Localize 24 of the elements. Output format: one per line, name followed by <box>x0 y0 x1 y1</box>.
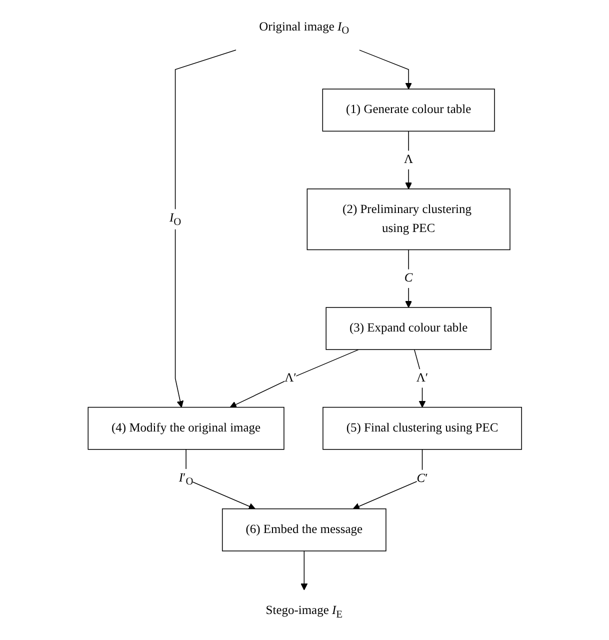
edge-label: Λ′ <box>416 371 428 385</box>
node-text: Original image I$_{O}$ <box>258 20 349 36</box>
node-box: (1) Generate colour table <box>322 88 495 132</box>
arrow <box>174 50 236 408</box>
arrow <box>404 130 412 190</box>
node-box: (2) Preliminary clustering using PEC <box>306 188 510 250</box>
edge-label: Λ <box>404 153 413 166</box>
edge-label: I′$_{O}$ <box>178 471 193 487</box>
arrow <box>404 249 412 308</box>
node-box: (4) Modify the original image <box>87 406 284 450</box>
arrow <box>414 349 426 408</box>
edge-label: C <box>404 272 412 285</box>
arrow <box>300 550 308 590</box>
node-box: (3) Expand colour table <box>325 307 492 350</box>
edge-label: Λ′ <box>284 371 296 385</box>
edge-label: C′ <box>416 472 428 486</box>
node-box: (5) Final clustering using PEC <box>322 406 522 450</box>
edge-label: I$_{O}$ <box>169 211 181 228</box>
arrow <box>352 449 422 510</box>
node-text: Stego-image I$_{E}$ <box>265 604 342 620</box>
arrow <box>229 349 359 408</box>
node-box: (6) Embed the message <box>222 508 386 552</box>
arrow <box>185 449 256 510</box>
arrow <box>358 50 412 90</box>
